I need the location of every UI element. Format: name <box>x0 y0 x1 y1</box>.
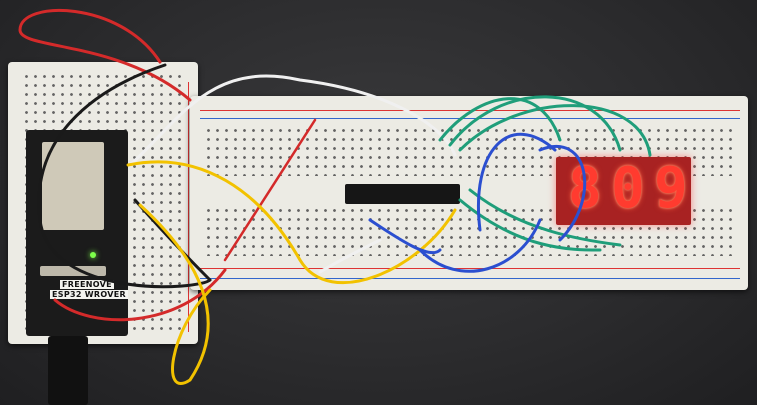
ground-rail-blue <box>200 118 740 119</box>
digit-2: 0 <box>611 156 645 221</box>
brand-label: FREENOVE <box>60 280 114 289</box>
shift-register-ic <box>345 184 460 204</box>
digit-3: 9 <box>654 156 688 221</box>
ground-rail-blue <box>200 278 740 279</box>
camera-connector <box>40 266 106 276</box>
power-led <box>90 252 96 258</box>
usb-cable <box>48 336 88 405</box>
esp32-wrover-module <box>42 142 104 230</box>
power-rail-red <box>188 82 189 332</box>
model-label: ESP32 WROVER <box>50 290 128 299</box>
power-rail-red <box>200 268 740 269</box>
esp32-board: FREENOVE ESP32 WROVER <box>26 130 128 336</box>
